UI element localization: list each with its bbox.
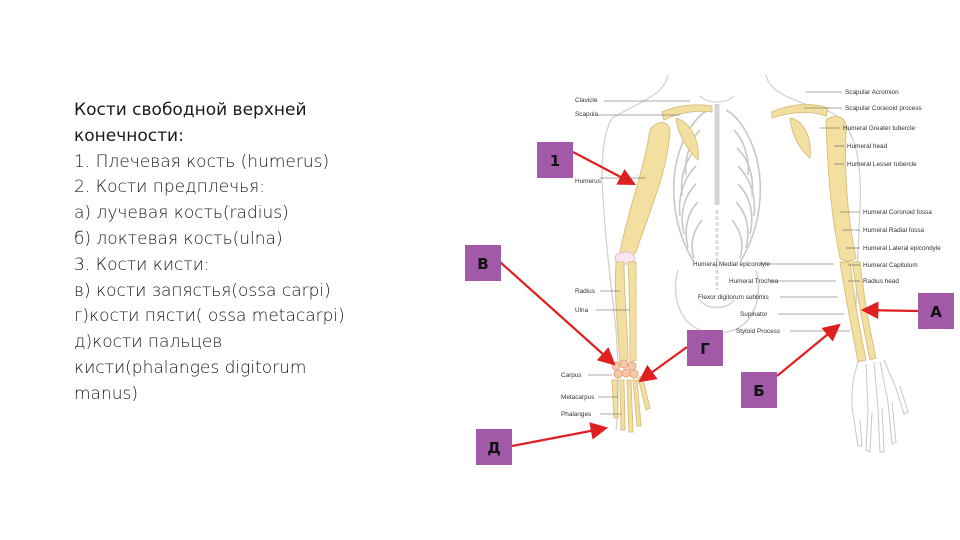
marker-v: В: [465, 245, 501, 281]
label-scapular-acromion: Scapular Acromion: [845, 89, 899, 96]
description-line: д)кости пальцев: [74, 332, 223, 353]
label-carpus: Carpus: [561, 372, 582, 379]
marker-1: 1: [537, 142, 573, 178]
label-flexor-digitorum: Flexor digitorum sublimis: [698, 294, 769, 301]
left-labels: Clavicle Scapula Humerus Radius Ulna Car…: [561, 97, 601, 418]
marker-a: А: [918, 293, 954, 329]
description-line: кисти(phalanges digitorum: [74, 357, 307, 378]
label-scapular-coracoid: Scapular Coracoid process: [845, 105, 922, 112]
right-labels: Scapular Acromion Scapular Coracoid proc…: [843, 89, 941, 285]
label-radius: Radius: [575, 288, 595, 295]
marker-a-label: А: [930, 303, 942, 321]
arrow-a: [860, 301, 919, 320]
left-ulna: [627, 261, 637, 363]
label-humeral-lateral-epicondyle: Humeral Lateral epicondyle: [863, 245, 941, 252]
shoulder-girdle: [661, 104, 829, 162]
label-humerus: Humerus: [575, 178, 601, 185]
marker-1-label: 1: [550, 152, 560, 170]
center-labels: Humeral Medial epicondyle Humeral Troche…: [693, 261, 780, 335]
arrow-d: [511, 422, 609, 448]
description-line: г)кости пясти( ossa metacarpi): [74, 306, 345, 327]
label-metacarpus: Metacarpus: [561, 394, 594, 401]
marker-g: Г: [687, 330, 723, 366]
label-radius-head: Radius head: [863, 278, 899, 285]
arrow-g: [638, 346, 688, 383]
rib-cage: [672, 104, 762, 290]
label-humeral-medial-epicondyle: Humeral Medial epicondyle: [693, 261, 771, 268]
marker-d-label: Д: [487, 439, 500, 457]
marker-d: Д: [476, 429, 512, 465]
right-hand-outline: [851, 359, 909, 453]
label-humeral-greater-tubercle: Humeral Greater tubercle: [843, 125, 916, 132]
arrow-b: [776, 323, 841, 377]
label-humeral-capitulum: Humeral Capitulum: [863, 262, 918, 269]
right-radius: [839, 261, 867, 363]
right-arm-bones: [825, 115, 877, 363]
label-humeral-lesser-tubercle: Humeral Lesser tubercle: [847, 161, 917, 168]
left-arm-bones: [611, 122, 671, 433]
description-line: 3. Кости кисти:: [74, 254, 210, 275]
left-carpals: [611, 359, 639, 379]
marker-v-label: В: [477, 255, 488, 273]
marker-b: Б: [741, 372, 777, 408]
description-text: Кости свободной верхней конечности: 1. П…: [74, 98, 394, 408]
label-humeral-trochea: Humeral Trochea: [729, 278, 778, 285]
description-line: manus): [74, 383, 139, 404]
label-clavicle: Clavicle: [575, 97, 598, 104]
label-humeral-radial-fossa: Humeral Radial fossa: [863, 227, 925, 234]
pointer-arrows: [499, 151, 919, 448]
marker-b-label: Б: [753, 382, 764, 400]
label-scapula: Scapula: [575, 111, 599, 118]
description-heading: Кости свободной верхней конечности:: [74, 100, 307, 146]
arrow-v: [499, 261, 616, 366]
label-humeral-head: Humeral head: [847, 143, 888, 150]
label-supinator: Supinator: [740, 311, 768, 318]
description-line: а) лучевая кость(radius): [74, 203, 289, 224]
label-ulna: Ulna: [575, 307, 589, 314]
description-line: 2. Кости предплечья:: [74, 177, 265, 198]
label-humeral-coronoid-fossa: Humeral Coronoid fossa: [863, 209, 932, 216]
left-humerus: [619, 122, 671, 256]
marker-g-label: Г: [700, 340, 710, 358]
right-humerus: [825, 115, 857, 262]
label-styloid-process: Styloid Process: [736, 328, 780, 335]
description-line: б) локтевая кость(ulna): [74, 228, 283, 249]
arrow-1: [572, 151, 636, 186]
description-line: в) кости запястья(ossa carpi): [74, 280, 331, 301]
label-phalanges: Phalanges: [561, 411, 591, 418]
description-line: 1. Плечевая кость (humerus): [74, 151, 330, 172]
